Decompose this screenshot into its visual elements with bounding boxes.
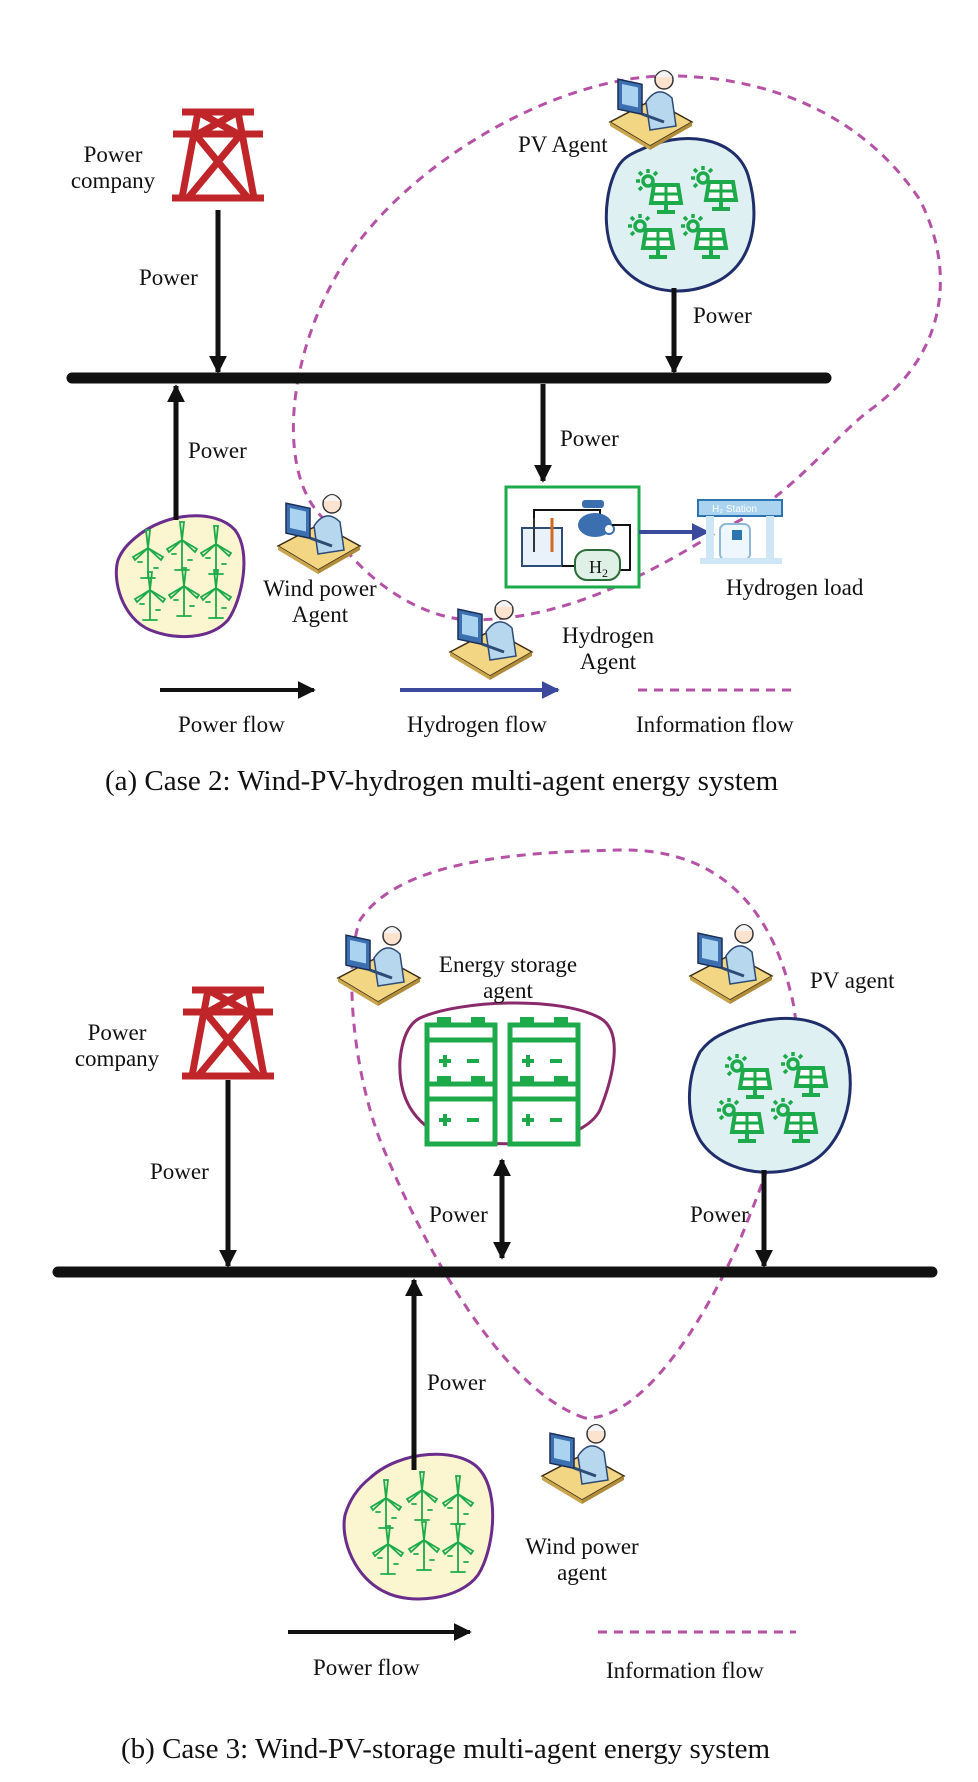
electrolyzer-box: H2 — [504, 485, 641, 589]
legend-info-flow-label: Information flow — [636, 712, 794, 737]
power-tower-icon — [182, 990, 274, 1076]
legend-power-flow-label: Power flow — [178, 712, 285, 737]
hydrogen-load-label: Hydrogen load — [726, 575, 864, 600]
wind-agent-label: Wind power agent — [525, 1534, 639, 1586]
wind-agent-icon — [276, 493, 362, 576]
power-label: Power — [427, 1370, 486, 1395]
pv-agent-label: PV Agent — [518, 132, 608, 157]
wind-farm-b — [342, 1452, 495, 1601]
battery-icon — [427, 1076, 495, 1144]
power-company-label: Power company — [74, 1020, 160, 1072]
h2-label: H2 — [589, 557, 608, 580]
information-flow-loop-b — [350, 848, 798, 1420]
power-label: Power — [429, 1202, 488, 1227]
panel-a: H2 H₂ Station — [66, 69, 942, 699]
power-label: Power — [690, 1202, 749, 1227]
svg-text:H₂ Station: H₂ Station — [712, 504, 757, 515]
wind-farm-a — [114, 514, 246, 639]
information-flow-loop-a — [292, 74, 942, 622]
caption-a: (a) Case 2: Wind-PV-hydrogen multi-agent… — [105, 765, 779, 797]
pv-agent-icon — [688, 923, 774, 1006]
pv-plant-b — [688, 1017, 852, 1174]
hydrogen-agent-label: Hydrogen Agent — [562, 623, 654, 675]
pv-agent-label: PV agent — [810, 968, 895, 993]
legend-info-flow-label: Information flow — [606, 1658, 764, 1683]
battery-icon — [427, 1017, 495, 1085]
power-company-label: Power company — [70, 142, 156, 194]
legend-power-flow-label: Power flow — [313, 1655, 420, 1680]
power-label: Power — [560, 426, 619, 451]
storage-agent-icon — [336, 925, 422, 1008]
battery-icon — [510, 1076, 578, 1144]
storage-agent-label: Energy storage agent — [438, 952, 578, 1004]
legend-hydrogen-flow-label: Hydrogen flow — [407, 712, 547, 737]
panel-b — [52, 848, 938, 1641]
hydrogen-station-icon: H₂ Station — [697, 499, 783, 564]
battery-icon — [510, 1017, 578, 1085]
caption-b: (b) Case 3: Wind-PV-storage multi-agent … — [121, 1733, 771, 1765]
power-label: Power — [139, 265, 198, 290]
hydrogen-agent-icon — [448, 599, 534, 682]
pv-plant-a — [604, 137, 756, 293]
power-label: Power — [150, 1159, 209, 1184]
wind-agent-icon — [540, 1423, 626, 1506]
power-tower-icon — [172, 112, 264, 198]
power-label: Power — [693, 303, 752, 328]
power-label: Power — [188, 438, 247, 463]
wind-agent-label: Wind power Agent — [263, 576, 377, 628]
